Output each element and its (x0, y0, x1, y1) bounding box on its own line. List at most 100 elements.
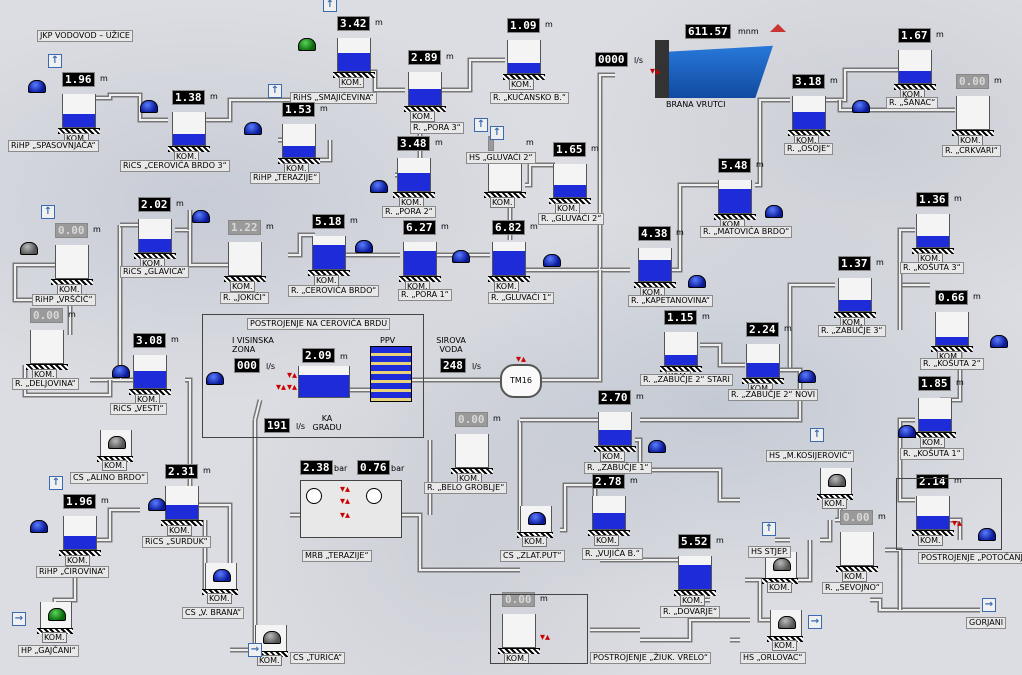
pump-icon[interactable] (355, 240, 373, 253)
arrow-right-icon[interactable]: → (248, 643, 262, 657)
tank-rihp_cirovina[interactable] (63, 516, 97, 550)
pump-icon[interactable] (30, 520, 48, 533)
kom-indicator[interactable]: KOM. (257, 655, 282, 666)
arrow-up-icon[interactable]: ↑ (762, 522, 776, 536)
kom-indicator[interactable]: KOM. (490, 197, 515, 208)
tank-r_belo_groblje[interactable] (455, 434, 489, 468)
arrow-up-icon[interactable]: ↑ (323, 0, 337, 12)
kom-indicator[interactable]: KOM. (207, 593, 232, 604)
kom-indicator[interactable]: KOM. (339, 77, 364, 88)
tank-r_matovica[interactable] (718, 180, 752, 214)
arrow-up-icon[interactable]: ↑ (41, 205, 55, 219)
tank-r_sanac[interactable] (898, 50, 932, 84)
tank-r_sevojno[interactable] (840, 532, 874, 566)
arrow-up-icon[interactable]: ↑ (490, 126, 504, 140)
dam-reservoir[interactable] (655, 45, 773, 98)
pump-icon[interactable] (852, 100, 870, 113)
pump-icon[interactable] (828, 474, 846, 487)
kom-indicator[interactable]: KOM. (509, 79, 534, 90)
pump-icon[interactable] (978, 528, 996, 541)
kom-indicator[interactable]: KOM. (767, 582, 792, 593)
pump-icon[interactable] (543, 254, 561, 267)
valve-icon[interactable]: ▾▴ (650, 66, 661, 77)
tank-r_zabucje2_stari[interactable] (664, 332, 698, 366)
tank-rics_cerovica_brdo3[interactable] (172, 112, 206, 146)
pump-icon[interactable] (192, 210, 210, 223)
tank-r_kosuta3[interactable] (916, 214, 950, 248)
kom-indicator[interactable]: KOM. (410, 111, 435, 122)
pump-icon[interactable] (778, 616, 796, 629)
tm16-valve[interactable]: TM16 (500, 364, 542, 398)
tank-rihs_smajicevina[interactable] (337, 38, 371, 72)
ppv-filter[interactable] (370, 346, 412, 402)
valve-icon[interactable]: ▾▴ (516, 354, 527, 365)
kom-indicator[interactable]: KOM. (494, 281, 519, 292)
tank-r_kucansko[interactable] (507, 40, 541, 74)
tank-rihp_terazije[interactable] (282, 124, 316, 158)
tank-r_kapetanovina[interactable] (638, 248, 672, 282)
plant-tank[interactable] (298, 366, 350, 398)
arrow-right-icon[interactable]: → (808, 615, 822, 629)
kom-indicator[interactable]: KOM. (842, 571, 867, 582)
pump-icon[interactable] (213, 569, 231, 582)
tank-r_kosuta2[interactable] (935, 312, 969, 346)
pump-icon[interactable] (528, 512, 546, 525)
pump-icon[interactable] (898, 425, 916, 438)
valve-icon[interactable]: ▾▴ (287, 382, 298, 393)
pump-icon[interactable] (773, 558, 791, 571)
tank-r_osoje[interactable] (792, 96, 826, 130)
kom-indicator[interactable]: KOM. (600, 451, 625, 462)
tank-r_pora2[interactable] (397, 158, 431, 192)
tank-rihp_vrscic[interactable] (55, 245, 89, 279)
kom-indicator[interactable]: KOM. (772, 640, 797, 651)
tank-r_zabucje2_novi[interactable] (746, 344, 780, 378)
pump-icon[interactable] (298, 38, 316, 51)
pump-icon[interactable] (990, 335, 1008, 348)
tank-r_zabucje1[interactable] (598, 412, 632, 446)
pump-icon[interactable] (244, 122, 262, 135)
tank-r_crkvari[interactable] (956, 96, 990, 130)
valve-icon[interactable]: ▾▴ (287, 370, 298, 381)
tank-r_dovarje[interactable] (678, 556, 712, 590)
kom-indicator[interactable]: KOM. (42, 632, 67, 643)
arrow-up-icon[interactable]: ↑ (49, 476, 63, 490)
kom-indicator[interactable]: KOM. (822, 498, 847, 509)
tank-potocanje[interactable] (916, 496, 950, 530)
tank-r_pora1[interactable] (403, 242, 437, 276)
arrow-up-icon[interactable]: ↑ (810, 428, 824, 442)
kom-indicator[interactable]: KOM. (920, 437, 945, 448)
tank-r_gluvaci1[interactable] (492, 242, 526, 276)
kom-indicator[interactable]: KOM. (522, 536, 547, 547)
kom-indicator[interactable]: KOM. (167, 525, 192, 536)
kom-indicator[interactable]: KOM. (230, 281, 255, 292)
pump-icon[interactable] (112, 365, 130, 378)
pump-icon[interactable] (263, 631, 281, 644)
kom-indicator[interactable]: KOM. (594, 535, 619, 546)
pump-icon[interactable] (20, 242, 38, 255)
pump-icon[interactable] (108, 436, 126, 449)
tank-r_kosuta1[interactable] (918, 398, 952, 432)
arrow-right-icon[interactable]: → (982, 598, 996, 612)
tank-rics_glavica[interactable] (138, 219, 172, 253)
tank-rics_surduk[interactable] (165, 486, 199, 520)
tank-r_cerovica_brdo[interactable] (312, 236, 346, 270)
tank-r_pora3[interactable] (408, 72, 442, 106)
valve-icon[interactable]: ▾▴ (540, 632, 551, 643)
pump-icon[interactable] (648, 440, 666, 453)
valve-icon[interactable]: ▾▴ (340, 510, 351, 521)
valve-icon[interactable]: ▾▴ (952, 518, 963, 529)
tank-rics_vesti[interactable] (133, 355, 167, 389)
pump-icon[interactable] (370, 180, 388, 193)
pump-icon[interactable] (452, 250, 470, 263)
valve-icon[interactable]: ▾▴ (340, 496, 351, 507)
kom-indicator[interactable]: KOM. (102, 460, 127, 471)
tank-r_gluvaci2[interactable] (553, 164, 587, 198)
tank-rihp_spasovnjaca[interactable] (62, 94, 96, 128)
arrow-up-icon[interactable]: ↑ (48, 54, 62, 68)
pump-icon[interactable] (688, 275, 706, 288)
pump-icon[interactable] (28, 80, 46, 93)
pump-icon[interactable] (765, 205, 783, 218)
pump-icon[interactable] (48, 608, 66, 621)
pump-icon[interactable] (148, 498, 166, 511)
tank-r_zabucje3[interactable] (838, 278, 872, 312)
